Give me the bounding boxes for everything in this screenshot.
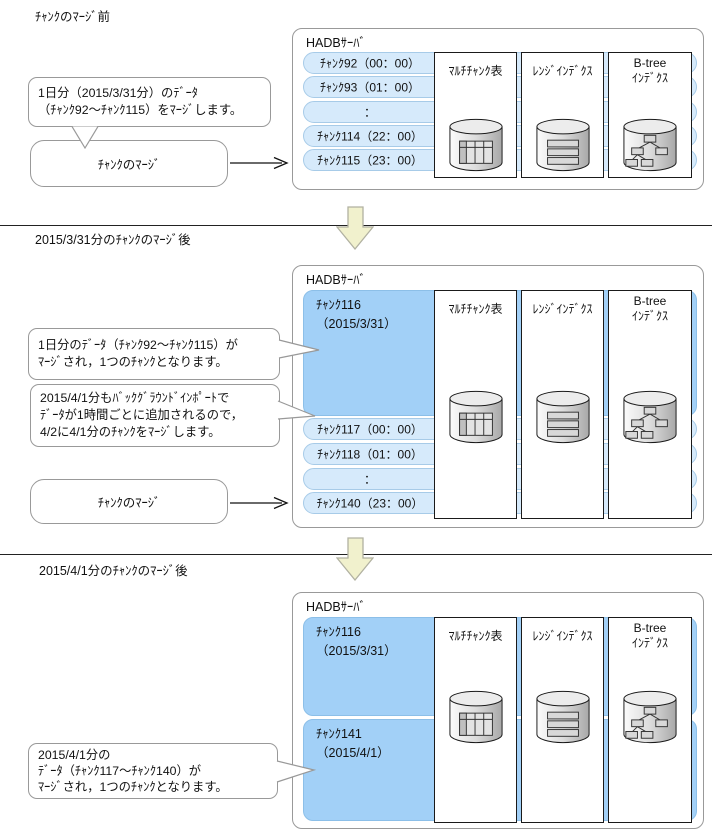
callout-text-line: 1日分のﾃﾞｰﾀ（ﾁｬﾝｸ92～ﾁｬﾝｸ115）が <box>38 338 238 352</box>
chunk-row-label: ﾁｬﾝｸ115（23：00） <box>317 153 423 168</box>
merge-action-box: ﾁｬﾝｸのﾏｰｼﾞ <box>30 479 228 524</box>
callout-text-line: （ﾁｬﾝｸ92～ﾁｬﾝｸ115）をﾏｰｼﾞします。 <box>38 103 243 117</box>
storage-column: ﾏﾙﾁﾁｬﾝｸ表 <box>434 290 517 519</box>
column-label-line: B-tree <box>633 621 667 635</box>
column-label: B-tree ｲﾝﾃﾞｸｽ <box>609 53 691 89</box>
merge-action-label: ﾁｬﾝｸのﾏｰｼﾞ <box>97 158 161 172</box>
column-label-line: ｲﾝﾃﾞｸｽ <box>631 636 668 650</box>
callout: 2015/4/1分もﾊﾞｯｸｸﾞﾗｳﾝﾄﾞｲﾝﾎﾟｰﾄで ﾃﾞｰﾀが1時間ごとに… <box>30 384 280 447</box>
multichunk-table-cylinder-icon <box>447 389 505 445</box>
chunk-row-label: ﾁｬﾝｸ140（23：00） <box>316 496 424 511</box>
merge-action-label: ﾁｬﾝｸのﾏｰｼﾞ <box>97 496 161 510</box>
column-label: ﾏﾙﾁﾁｬﾝｸ表 <box>435 53 516 89</box>
hadb-server-box: HADBｻｰﾊﾞ ﾁｬﾝｸ92（00：00） ﾁｬﾝｸ93（01：00） ： ﾁ… <box>292 28 704 190</box>
callout-tail <box>276 760 317 783</box>
column-label-line: ｲﾝﾃﾞｸｽ <box>631 309 668 323</box>
down-arrow-icon <box>336 537 374 581</box>
range-index-cylinder-icon <box>534 389 592 445</box>
chunk-row-label: ： <box>363 472 376 487</box>
chunk-row-label: ﾁｬﾝｸ118（01：00） <box>317 447 423 462</box>
column-label: ﾏﾙﾁﾁｬﾝｸ表 <box>435 618 516 654</box>
callout: 1日分のﾃﾞｰﾀ（ﾁｬﾝｸ92～ﾁｬﾝｸ115）が ﾏｰｼﾞされ，1つのﾁｬﾝｸ… <box>28 328 280 380</box>
multichunk-table-cylinder-icon <box>447 689 505 745</box>
storage-column: B-tree ｲﾝﾃﾞｸｽ <box>608 290 692 519</box>
column-label: ﾚﾝｼﾞｲﾝﾃﾞｸｽ <box>522 53 603 89</box>
hadb-server-box: HADBｻｰﾊﾞ ﾁｬﾝｸ116 （2015/3/31） ﾁｬﾝｸ117（00：… <box>292 265 704 528</box>
column-label-line: B-tree <box>633 294 667 308</box>
section-title: 2015/3/31分のﾁｬﾝｸのﾏｰｼﾞ後 <box>35 233 191 247</box>
callout-tail <box>278 339 320 359</box>
btree-index-cylinder-icon <box>621 689 679 745</box>
range-index-cylinder-icon <box>534 689 592 745</box>
column-label-line: ﾏﾙﾁﾁｬﾝｸ表 <box>448 628 503 643</box>
merged-chunk-name: ﾁｬﾝｸ116 <box>316 298 361 312</box>
column-label-line: B-tree <box>633 56 667 70</box>
callout-text-line: ﾃﾞｰﾀが1時間ごとに追加されるので， <box>40 408 244 422</box>
merge-arrow-icon <box>230 496 289 510</box>
column-label-line: ﾚﾝｼﾞｲﾝﾃﾞｸｽ <box>532 628 593 643</box>
storage-column: ﾏﾙﾁﾁｬﾝｸ表 <box>434 52 517 178</box>
column-label-line: ﾏﾙﾁﾁｬﾝｸ表 <box>448 301 503 316</box>
storage-column: B-tree ｲﾝﾃﾞｸｽ <box>608 52 692 178</box>
callout-tail <box>277 400 316 420</box>
merged-chunk-date: （2015/4/1） <box>316 746 390 760</box>
column-label-line: ﾚﾝｼﾞｲﾝﾃﾞｸｽ <box>532 301 593 316</box>
chunk-row-label: ﾁｬﾝｸ92（00：00） <box>319 56 421 71</box>
section-title: 2015/4/1分のﾁｬﾝｸのﾏｰｼﾞ後 <box>39 564 188 578</box>
server-title: HADBｻｰﾊﾞ <box>306 600 366 614</box>
column-label: B-tree ｲﾝﾃﾞｸｽ <box>609 618 691 654</box>
section-title: ﾁｬﾝｸのﾏｰｼﾞ前 <box>35 10 111 24</box>
chunk-row-label: ﾁｬﾝｸ114（22：00） <box>317 129 423 144</box>
btree-index-cylinder-icon <box>621 389 679 445</box>
callout-text-line: 1日分（2015/3/31分）のﾃﾞｰﾀ <box>38 86 198 100</box>
multichunk-table-cylinder-icon <box>447 117 505 173</box>
callout-tail <box>71 126 99 150</box>
column-label-line: ﾏﾙﾁﾁｬﾝｸ表 <box>448 63 503 78</box>
callout-text-line: ﾏｰｼﾞされ，1つのﾁｬﾝｸとなります。 <box>38 355 228 369</box>
storage-column: ﾏﾙﾁﾁｬﾝｸ表 <box>434 617 517 823</box>
callout-text-line: ﾃﾞｰﾀ（ﾁｬﾝｸ117～ﾁｬﾝｸ140）が <box>38 764 202 778</box>
hadb-server-box: HADBｻｰﾊﾞ ﾁｬﾝｸ116 （2015/3/31） ﾁｬﾝｸ141 （20… <box>292 592 704 829</box>
storage-column: ﾚﾝｼﾞｲﾝﾃﾞｸｽ <box>521 290 604 519</box>
chunk-row-label: ﾁｬﾝｸ93（01：00） <box>319 80 421 95</box>
callout: 1日分（2015/3/31分）のﾃﾞｰﾀ （ﾁｬﾝｸ92～ﾁｬﾝｸ115）をﾏｰ… <box>28 77 271 127</box>
column-label: ﾚﾝｼﾞｲﾝﾃﾞｸｽ <box>522 618 603 654</box>
callout-text-line: 2015/4/1分もﾊﾞｯｸｸﾞﾗｳﾝﾄﾞｲﾝﾎﾟｰﾄで <box>40 391 230 405</box>
range-index-cylinder-icon <box>534 117 592 173</box>
btree-index-cylinder-icon <box>621 117 679 173</box>
column-label: ﾏﾙﾁﾁｬﾝｸ表 <box>435 291 516 327</box>
server-title: HADBｻｰﾊﾞ <box>306 273 366 287</box>
server-title: HADBｻｰﾊﾞ <box>306 36 366 50</box>
storage-column: ﾚﾝｼﾞｲﾝﾃﾞｸｽ <box>521 52 604 178</box>
callout: 2015/4/1分の ﾃﾞｰﾀ（ﾁｬﾝｸ117～ﾁｬﾝｸ140）が ﾏｰｼﾞされ… <box>28 743 278 799</box>
chunk-row-label: ﾁｬﾝｸ117（00：00） <box>317 422 423 437</box>
storage-column: B-tree ｲﾝﾃﾞｸｽ <box>608 617 692 823</box>
storage-column: ﾚﾝｼﾞｲﾝﾃﾞｸｽ <box>521 617 604 823</box>
chunk-row-label: ： <box>363 105 376 120</box>
column-label-line: ﾚﾝｼﾞｲﾝﾃﾞｸｽ <box>532 63 593 78</box>
merge-action-box: ﾁｬﾝｸのﾏｰｼﾞ <box>30 140 228 187</box>
callout-text-line: 4/2に4/1分のﾁｬﾝｸをﾏｰｼﾞします。 <box>40 425 221 439</box>
column-label-line: ｲﾝﾃﾞｸｽ <box>631 71 668 85</box>
merged-chunk-date: （2015/3/31） <box>316 317 397 331</box>
callout-text-line: ﾏｰｼﾞされ，1つのﾁｬﾝｸとなります。 <box>38 780 228 794</box>
column-label: ﾚﾝｼﾞｲﾝﾃﾞｸｽ <box>522 291 603 327</box>
merge-arrow-icon <box>230 156 289 170</box>
merged-chunk-name: ﾁｬﾝｸ141 <box>316 727 362 741</box>
column-label: B-tree ｲﾝﾃﾞｸｽ <box>609 291 691 327</box>
merged-chunk-name: ﾁｬﾝｸ116 <box>316 625 361 639</box>
merged-chunk-date: （2015/3/31） <box>316 644 397 658</box>
callout-text-line: 2015/4/1分の <box>38 748 111 762</box>
down-arrow-icon <box>336 206 374 250</box>
